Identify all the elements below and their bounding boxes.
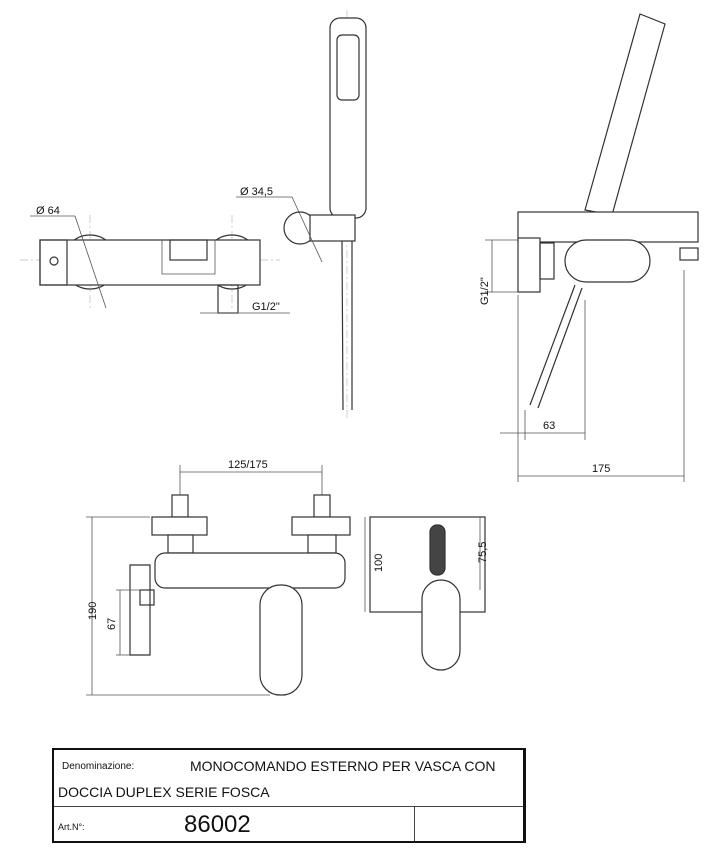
denominazione-label: Denominazione: (62, 761, 135, 772)
description-line1: MONOCOMANDO ESTERNO PER VASCA CON (190, 758, 496, 774)
dim-75-5: 75,5 (477, 542, 489, 563)
art-label: Art.N°: (58, 822, 85, 832)
art-number: 86002 (184, 811, 251, 838)
front-view (86, 465, 351, 696)
side-small-view (364, 516, 486, 671)
dim-thread-front: G1/2" (252, 301, 280, 313)
dim-centers: 125/175 (228, 459, 268, 471)
dim-63: 63 (543, 420, 555, 432)
title-block-description-row (54, 750, 523, 807)
title-block: Denominazione: MONOCOMANDO ESTERNO PER V… (52, 748, 526, 843)
dim-67: 67 (106, 618, 118, 630)
dim-diam-34-5: Ø 34,5 (240, 186, 273, 198)
side-view (485, 13, 699, 482)
dim-100: 100 (373, 554, 385, 572)
dim-thread-side: G1/2" (479, 277, 491, 305)
title-block-divider (414, 806, 415, 841)
description-line2: DOCCIA DUPLEX SERIE FOSCA (58, 784, 270, 800)
dim-175: 175 (592, 463, 610, 475)
top-view (20, 215, 290, 314)
dim-190: 190 (87, 602, 99, 620)
handshower-view (236, 10, 367, 420)
dim-diam-64: Ø 64 (36, 205, 60, 217)
